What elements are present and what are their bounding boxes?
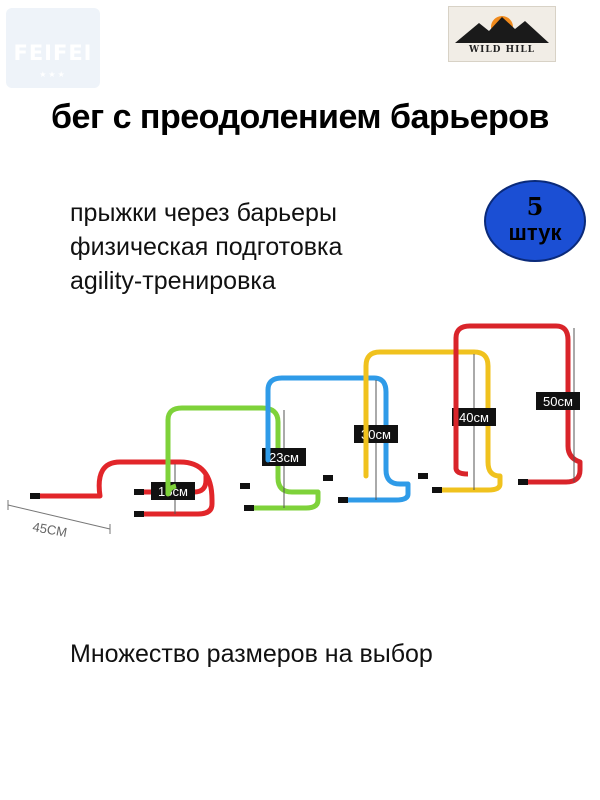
hurdle-23cm: 23см xyxy=(165,405,321,511)
quantity-badge: 5 штук xyxy=(484,180,586,262)
quantity-badge-count: 5 xyxy=(526,192,544,221)
width-label: 45CM xyxy=(31,519,68,540)
feature-item: прыжки через барьеры xyxy=(70,199,337,227)
feature-item: физическая подготовка xyxy=(70,233,343,261)
hurdle-30cm: 30см xyxy=(265,375,411,503)
size-tag-bg xyxy=(151,482,195,500)
page-headline: бег с преодолением барьеров xyxy=(51,98,549,136)
feifei-logo: FEIFEI ★★★ xyxy=(6,8,100,88)
mountain-sun-icon xyxy=(455,16,549,43)
tagline: Множество размеров на выбор xyxy=(70,640,433,668)
size-tag-bg xyxy=(536,392,580,410)
hurdle-frame xyxy=(31,459,215,517)
wild-hill-logo: WILD HILL xyxy=(448,6,556,62)
height-label: 30см xyxy=(361,427,391,442)
hurdle-15cm: 15см xyxy=(30,459,215,517)
feifei-logo-stars: ★★★ xyxy=(39,70,67,79)
hurdle-40cm: 40см xyxy=(363,349,503,493)
feature-item: аgility-тренировка xyxy=(70,267,276,295)
height-label: 40см xyxy=(459,410,489,425)
feifei-logo-text: FEIFEI xyxy=(13,41,93,65)
quantity-badge-unit: штук xyxy=(508,220,562,245)
hurdle-50cm: 50см xyxy=(453,323,583,485)
size-tag-bg xyxy=(452,408,496,426)
width-dimension: 45CM xyxy=(7,500,111,540)
size-tag-bg xyxy=(262,448,306,466)
feature-list: прыжки через барьеры физическая подготов… xyxy=(70,196,342,298)
height-label: 50см xyxy=(543,394,573,409)
wild-hill-logo-text: WILD HILL xyxy=(469,45,535,55)
height-label: 23см xyxy=(269,450,299,465)
